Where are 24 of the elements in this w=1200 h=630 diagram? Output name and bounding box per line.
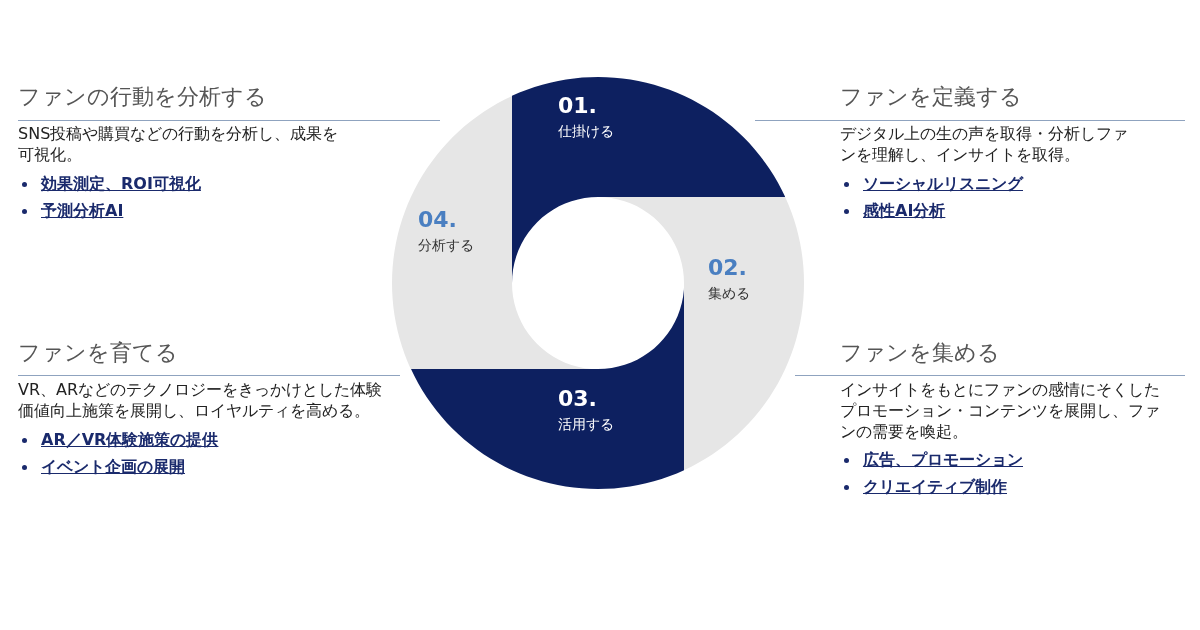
description: デジタル上の生の声を取得・分析しファンを理解し、インサイトを取得。 <box>840 124 1129 166</box>
section-heading: ファンを集める <box>840 339 1001 367</box>
step-number: 01. <box>558 93 597 118</box>
link: 効果測定、ROI可視化 <box>41 173 201 195</box>
link: クリエイティブ制作 <box>863 477 1007 499</box>
step-label: 分析する <box>418 237 474 255</box>
link: AR／VR体験施策の提供 <box>41 429 219 451</box>
description: インサイトをもとにファンの感情にそくしたプロモーション・コンテンツを展開し、ファンの需要を喚起。 <box>840 380 1160 443</box>
section-heading: ファンの行動を分析する <box>18 83 268 111</box>
link: イベント企画の展開 <box>41 456 185 478</box>
description: VR、ARなどのテクノロジーをきっかけとした体験価値向上施策を展開し、ロイヤルティを高める。 <box>18 380 384 422</box>
step-label: 集める <box>708 285 750 303</box>
section-heading: ファンを定義する <box>840 83 1023 111</box>
link: ソーシャルリスニング <box>863 173 1023 195</box>
step-number: 02. <box>708 255 747 280</box>
step-number: 04. <box>418 207 457 232</box>
step-label: 仕掛ける <box>558 123 614 141</box>
step-label: 活用する <box>558 416 614 434</box>
link: 感性AI分析 <box>863 200 946 222</box>
link: 広告、プロモーション <box>863 450 1023 472</box>
description: SNS投稿や購買などの行動を分析し、成果を可視化。 <box>18 124 340 166</box>
link: 予測分析AI <box>41 200 124 222</box>
step-number: 03. <box>558 386 597 411</box>
section-heading: ファンを育てる <box>18 339 179 367</box>
